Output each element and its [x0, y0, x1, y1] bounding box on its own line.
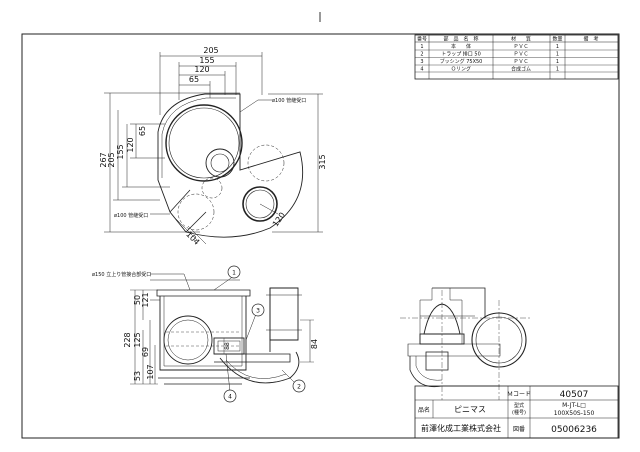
plan-inlet-circle-large: [165, 104, 243, 182]
mcode-value: 40507: [560, 390, 589, 400]
mcode-label: Ｍコード: [507, 391, 531, 398]
row4-name: Ｏリング: [451, 66, 471, 73]
company-name: 前澤化成工業株式会社: [421, 423, 501, 433]
front-dim-121: 121: [141, 292, 150, 307]
plan-dim-155v: 155: [116, 144, 125, 159]
front-dim-107: 107: [146, 364, 155, 379]
drawing-frame: [21, 33, 620, 439]
callout-3-circle: [251, 303, 265, 317]
row4-no: 4: [420, 67, 423, 73]
callout-4-circle: [223, 389, 237, 403]
callout-4: 4: [228, 394, 232, 401]
plan-label-inlet-top: ø100 管継受口: [272, 97, 306, 104]
model-label-2: (種号): [512, 409, 526, 416]
plan-trap-circle: [205, 148, 235, 178]
plan-dim-65v: 65: [138, 126, 147, 136]
front-dim-69: 69: [141, 347, 150, 357]
plan-dim-120: 120: [194, 65, 209, 74]
front-label-top: ø150 立上り管接合部受口: [92, 271, 151, 278]
row4-qty: 1: [556, 67, 559, 73]
name-value: ピニマス: [454, 405, 486, 414]
front-dim-50: 50: [133, 295, 142, 305]
row1-no: 1: [420, 44, 423, 50]
th-name: 部 品 名 称: [443, 36, 478, 43]
drawing-no-label: 図番: [513, 426, 525, 433]
row3-no: 3: [420, 59, 423, 65]
title-block: [414, 385, 619, 439]
row1-name: 本 体: [451, 43, 471, 50]
plan-dim-267: 267: [99, 152, 108, 167]
plan-view: [104, 52, 323, 245]
th-no: 番号: [417, 36, 427, 43]
front-dim-88: 88: [224, 342, 231, 350]
front-dim-84: 84: [310, 339, 319, 349]
plan-dim-vertical: [104, 92, 323, 233]
front-dim-228: 228: [123, 332, 132, 347]
plan-dim-120v: 120: [126, 137, 135, 152]
plan-outlet-circle: [242, 186, 278, 222]
name-label: 品名: [418, 406, 430, 414]
th-material: 材 質: [511, 36, 531, 43]
front-riser-pipe: [269, 287, 299, 341]
plan-dim-horizontal: [159, 52, 263, 115]
th-note: 備 考: [583, 36, 598, 43]
row2-name: トラップ 排口 50: [441, 51, 481, 58]
drawing-no-value: 05006236: [551, 425, 597, 435]
model-value-2: 100X50S-150: [554, 410, 595, 417]
plan-dim-315: 315: [318, 154, 327, 169]
callout-2-circle: [292, 379, 306, 393]
callout-3: 3: [256, 308, 260, 315]
parts-table: 番号 部 品 名 称 材 質 数量 備 考 1 本 体 ＰＶＣ 1 2 トラップ…: [414, 34, 619, 80]
row4-material: 合成ゴム: [511, 66, 531, 73]
front-inlet-circle: [163, 315, 213, 365]
model-label-1: 型式: [514, 402, 524, 409]
row3-material: ＰＶＣ: [513, 59, 528, 65]
front-top-flange: [156, 289, 251, 297]
th-qty: 数量: [552, 36, 562, 43]
plan-body-outline: [157, 93, 304, 238]
side-view: [400, 287, 530, 400]
plan-dim-205: 205: [203, 46, 218, 55]
row1-material: ＰＶＣ: [513, 44, 528, 50]
plan-label-inlet-left: ø100 管継受口: [114, 212, 148, 219]
plan-dim-155: 155: [199, 56, 214, 65]
row1-qty: 1: [556, 44, 559, 50]
plan-dim-65: 65: [189, 75, 199, 84]
front-view: [130, 273, 314, 393]
row3-name: ブッシング 75X50: [440, 58, 483, 65]
row2-no: 2: [420, 52, 423, 58]
row2-material: ＰＶＣ: [513, 52, 528, 58]
row2-qty: 1: [556, 52, 559, 58]
front-dim-53: 53: [133, 371, 142, 381]
callout-2: 2: [297, 384, 301, 391]
plan-dim-205v: 205: [107, 152, 116, 167]
callout-1: 1: [232, 270, 236, 277]
model-value-1: M-JT-L□: [562, 402, 586, 409]
callout-1-circle: [227, 265, 241, 279]
row3-qty: 1: [556, 59, 559, 65]
front-dim-125: 125: [133, 332, 142, 347]
